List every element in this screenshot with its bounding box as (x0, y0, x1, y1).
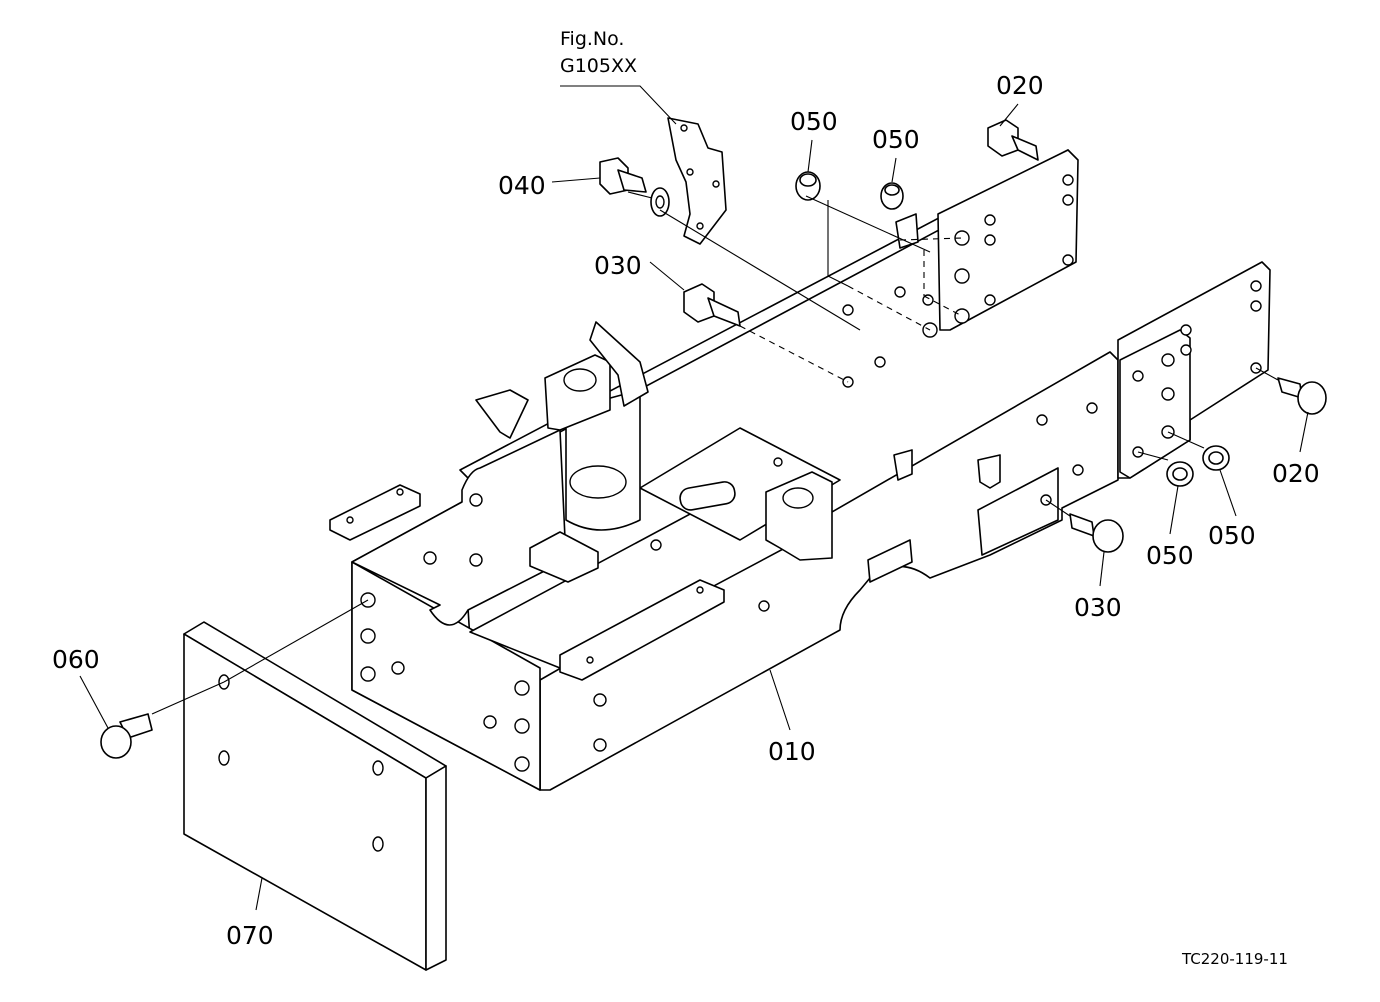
frame-floor-pad (529, 531, 599, 583)
bolt-030-upper (683, 283, 741, 327)
frame-right-rear-bracket (1119, 329, 1191, 479)
frame-010 (329, 149, 1271, 791)
frame-side-plate (977, 467, 1059, 556)
frame-left-clip (329, 484, 421, 541)
frame-upright-hole (569, 465, 627, 499)
bolt-030-right (1069, 513, 1124, 553)
figure-ref-line1: Fig.No. (560, 28, 624, 50)
label-050-d: 050 (1208, 521, 1256, 550)
label-030-top: 030 (594, 251, 642, 280)
nut-050-c (1166, 461, 1194, 487)
frame-side-pad (867, 539, 913, 583)
label-010: 010 (768, 737, 816, 766)
bracket-fig-ref (667, 117, 727, 245)
frame-tab-b (893, 449, 913, 481)
plate-side-edge (425, 765, 447, 971)
frame-center-slot (679, 481, 736, 511)
label-030-right: 030 (1074, 593, 1122, 622)
nut-050-a (795, 171, 821, 201)
nut-050-b (880, 182, 904, 210)
frame-center-plate (639, 427, 841, 541)
bolt-020-upper (987, 119, 1039, 161)
drawing-code: TC220-119-11 (1181, 950, 1288, 968)
assembly-lines (151, 191, 1279, 715)
frame-tab-a (977, 454, 1001, 489)
label-050-b: 050 (872, 125, 920, 154)
nut-clip (895, 213, 919, 249)
frame-crossbar (559, 579, 725, 681)
label-050-c: 050 (1146, 541, 1194, 570)
frame-left-tab (475, 389, 529, 439)
label-leaders (79, 85, 1309, 911)
bolt-040 (599, 157, 670, 217)
frame-top-clip (589, 321, 649, 407)
label-020-right: 020 (1272, 459, 1320, 488)
bolt-020-right (1277, 377, 1327, 415)
label-040: 040 (498, 171, 546, 200)
nut-050-d (1202, 445, 1230, 471)
frame-left-side-wall (351, 429, 567, 626)
bracket-body (667, 117, 727, 245)
frame-right-block (765, 471, 833, 561)
label-050-a: 050 (790, 107, 838, 136)
figure-ref-line2: G105XX (560, 55, 637, 77)
frame-left-rail-plate (937, 149, 1079, 331)
plate-070 (183, 621, 447, 971)
bolt-060 (100, 713, 153, 759)
label-070: 070 (226, 921, 274, 950)
label-020-top: 020 (996, 71, 1044, 100)
label-060: 060 (52, 645, 100, 674)
